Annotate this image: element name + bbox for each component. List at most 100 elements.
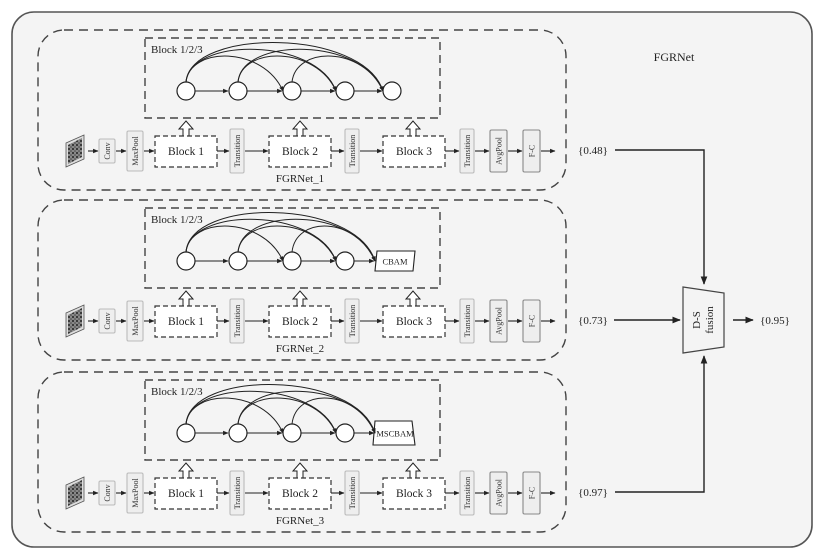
block-detail-label: Block 1/2/3 [151,386,203,398]
attention-module-label: MSCBAM [376,429,414,439]
transition-2-box [344,298,360,344]
maxpool-label: MaxPool [131,478,140,508]
conv-label: Conv [103,142,112,159]
skip-connection [237,225,337,262]
expand-arrow-icon [177,462,195,478]
block2-label: Block 2 [282,146,318,158]
network-name: FGRNet_1 [276,173,324,185]
avgpool-label: AvgPool [495,136,504,165]
block1-box [154,305,218,338]
block1-box [154,135,218,168]
block2-label: Block 2 [282,488,318,500]
transition-2-label: Transition [348,305,357,338]
conv-label: Conv [103,312,112,329]
network-panel-border [37,199,567,361]
expand-arrow-icon [177,120,195,136]
expand-arrow-icon [291,120,309,136]
block2-box [268,135,332,168]
maxpool-box [126,130,144,172]
skip-connection [291,397,376,434]
transition-2-box [344,470,360,516]
expand-arrow-icon [404,120,422,136]
dense-node [176,251,196,271]
dense-node [282,81,302,101]
skip-connection [237,55,337,92]
avgpool-box [489,299,508,343]
block-detail-panel [144,379,441,461]
expand-arrow-icon [404,290,422,306]
conv-box [98,308,116,334]
block1-label: Block 1 [168,488,204,500]
skip-connection [237,397,337,434]
block3-box [382,305,446,338]
transition-1-label: Transition [233,135,242,168]
transition-3-box [459,470,475,516]
block-detail-panel [144,207,441,289]
network-output-value: {0.48} [578,145,608,157]
block3-label: Block 3 [396,488,432,500]
expand-arrow-icon [291,462,309,478]
skip-connection [291,55,384,92]
block3-label: Block 3 [396,146,432,158]
dense-node [335,251,355,271]
attention-module-box [372,420,416,446]
block3-box [382,135,446,168]
transition-2-label: Transition [348,477,357,510]
transition-3-label: Transition [463,135,472,168]
expand-arrow-icon [177,290,195,306]
dense-node [282,423,302,443]
transition-1-box [229,298,245,344]
maxpool-box [126,300,144,342]
block3-box [382,477,446,510]
avgpool-label: AvgPool [495,478,504,507]
fc-label: F-C [528,315,537,327]
avgpool-label: AvgPool [495,306,504,335]
maxpool-box [126,472,144,514]
attention-module-label: CBAM [382,257,407,267]
conv-box [98,138,116,164]
transition-1-label: Transition [233,305,242,338]
network-output-value: {0.73} [578,315,608,327]
block-detail-panel [144,37,441,119]
block2-box [268,477,332,510]
transition-1-box [229,128,245,174]
fingerprint-texture [68,308,82,334]
transition-3-box [459,128,475,174]
network-panel-border [37,371,567,533]
dense-node [176,423,196,443]
dense-node [335,423,355,443]
transition-3-label: Transition [463,477,472,510]
dense-node [282,251,302,271]
connector-net3-to-fusion [615,355,708,493]
block1-label: Block 1 [168,316,204,328]
network-panel-border [37,29,567,191]
block2-label: Block 2 [282,316,318,328]
avgpool-box [489,129,508,173]
skip-connection [291,225,376,262]
diagram-title: FGRNet [654,50,695,64]
fusion-label-line1: D-S [691,311,703,329]
dense-node [335,81,355,101]
fc-box [522,471,541,515]
block3-label: Block 3 [396,316,432,328]
maxpool-label: MaxPool [131,136,140,166]
fc-box [522,299,541,343]
fusion-output-value: {0.95} [760,315,790,327]
expand-arrow-icon [404,462,422,478]
attention-module-box [374,250,416,272]
dense-node [176,81,196,101]
avgpool-box [489,471,508,515]
network-output-value: {0.97} [578,487,608,499]
dense-node [228,423,248,443]
transition-1-label: Transition [233,477,242,510]
fc-box [522,129,541,173]
fingerprint-texture [68,138,82,164]
dense-node [228,251,248,271]
maxpool-label: MaxPool [131,306,140,336]
fingerprint-texture [68,480,82,506]
transition-2-box [344,128,360,174]
